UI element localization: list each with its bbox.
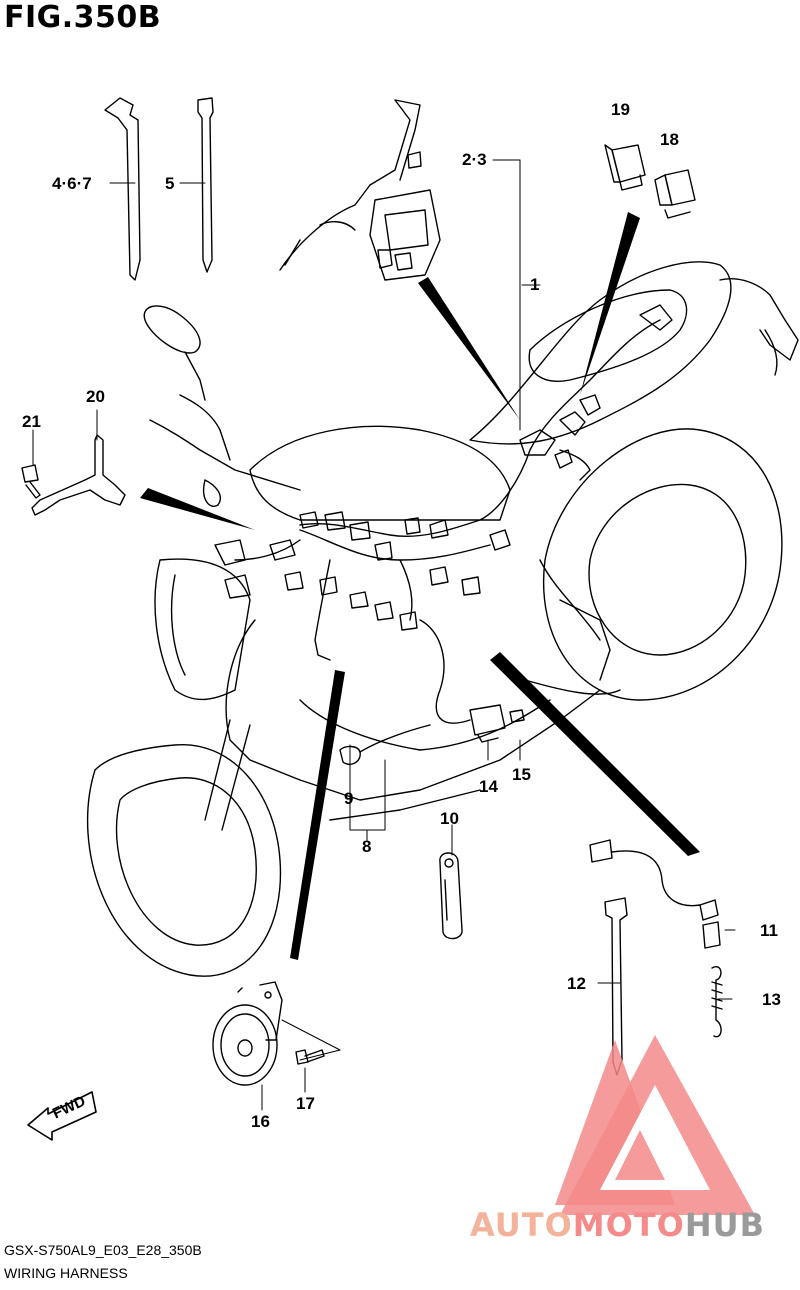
relay-19	[604, 144, 646, 191]
bolt-15	[509, 709, 525, 723]
watermark-part-1: AUTO	[470, 1206, 573, 1244]
horn-16	[212, 981, 283, 1086]
callout-1: 1	[530, 275, 540, 294]
bracket-10	[439, 852, 463, 940]
leader-lines	[32, 159, 736, 1111]
spring-13	[711, 966, 723, 1038]
callout-19: 19	[611, 100, 630, 119]
callout-14: 14	[479, 777, 498, 796]
cable-tie-a	[104, 97, 141, 281]
callout-10: 10	[440, 809, 459, 828]
sensor-11	[589, 839, 721, 949]
callout-20: 20	[86, 387, 105, 406]
watermark-part-2: MOTO	[572, 1206, 685, 1244]
sensor-9	[339, 724, 431, 766]
callout-16: 16	[251, 1112, 270, 1131]
callout-8: 8	[362, 837, 372, 856]
callout-4-6-7: 4·6·7	[52, 174, 92, 193]
model-code: GSX-S750AL9_E03_E28_350B	[4, 1242, 202, 1258]
motorcycle-outline	[87, 261, 799, 977]
wedge-arrows	[140, 212, 700, 960]
callout-5: 5	[165, 174, 175, 193]
callout-15: 15	[512, 765, 531, 784]
bracket-20	[31, 434, 126, 516]
bolt-21	[21, 464, 41, 499]
watermark-logo-icon	[555, 1035, 755, 1215]
callout-9: 9	[344, 789, 354, 808]
callout-12: 12	[567, 974, 586, 993]
fuse-box	[279, 99, 441, 281]
figure-title: FIG.350B	[4, 0, 162, 35]
callout-18: 18	[660, 130, 679, 149]
cable-tie-b	[197, 97, 214, 273]
relay-18	[654, 169, 696, 219]
callout-17: 17	[296, 1094, 315, 1113]
fwd-arrow-icon	[27, 1091, 97, 1141]
bolt-17	[295, 1049, 325, 1065]
main-wiring-harness	[214, 304, 673, 724]
callout-13: 13	[762, 990, 781, 1009]
section-name: WIRING HARNESS	[4, 1265, 128, 1281]
callout-2-3: 2·3	[462, 150, 487, 169]
callout-11: 11	[760, 921, 778, 940]
watermark-part-3: HUB	[684, 1206, 766, 1244]
callout-21: 21	[22, 412, 41, 431]
watermark-text: AUTOMOTOHUB	[470, 1206, 765, 1244]
switch-14	[469, 704, 506, 743]
